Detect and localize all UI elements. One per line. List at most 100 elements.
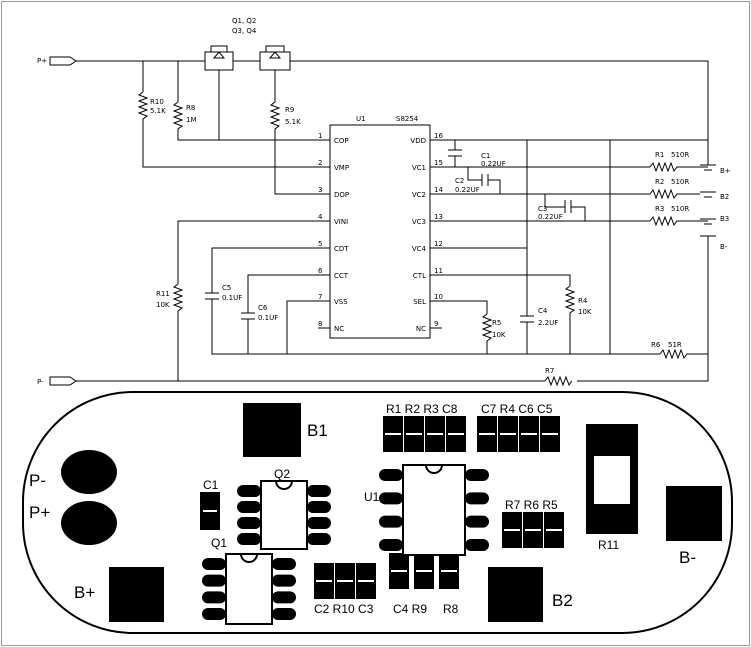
smd-part-gap [479, 433, 495, 435]
smd-row-r1-r2-r3-c8 [383, 416, 466, 452]
ic-pin-number: 10 [434, 293, 443, 301]
r9-ref: R9 [285, 106, 294, 114]
ic-pin-number: 7 [318, 293, 322, 301]
c1-symbol [448, 149, 462, 157]
smd-part-gap [525, 529, 541, 531]
r9-value: 5.1K [285, 118, 301, 126]
soic-pin [465, 539, 489, 551]
r6-ref: R6 [651, 341, 661, 349]
ic-pin-number: 4 [318, 213, 323, 221]
c2-wire [467, 167, 501, 194]
b1-pad [243, 403, 301, 457]
soic-body [225, 553, 273, 625]
r1-value: 510R [671, 151, 689, 159]
r5-symbol [481, 313, 493, 346]
smd-part-gap [427, 433, 443, 435]
c2-value: 0.22UF [455, 186, 480, 194]
r11-value: 10K [156, 301, 170, 309]
smd-part-gap [316, 580, 332, 582]
smd-part-gap [448, 433, 464, 435]
r7-symbol [544, 375, 573, 387]
schematic: P+ P- Q1, Q2 Q3, Q4 R10 5.1K R8 1M R9 5.… [37, 17, 731, 387]
r6-value: 51R [668, 341, 682, 349]
soic-pin [202, 558, 226, 570]
soic-pin [379, 469, 403, 481]
ic-pin-number: 14 [434, 186, 443, 194]
c1-value: 0.22UF [481, 160, 506, 168]
smd-row-label-r7-r6-r5: R7 R6 R5 [505, 498, 558, 512]
ic-pin-number: 13 [434, 213, 443, 221]
smd-row-c7-r4-c6-c5 [477, 416, 560, 452]
q2-soic-package [237, 480, 331, 550]
r10-value: 5.1K [150, 107, 166, 115]
r2-symbol [649, 188, 682, 200]
smd-label-r8: R8 [443, 602, 459, 616]
soic-pin [465, 515, 489, 528]
p-minus-terminal-label: P- [37, 378, 44, 386]
r8-wire [177, 61, 318, 141]
pcb-layout: P- P+ B1 B+ B2 B- R1 R2 R3 C8 C7 R4 C6 C… [22, 391, 733, 634]
ic-pin-name: VC2 [412, 191, 426, 199]
b2-terminal-label: B2 [720, 193, 729, 201]
r11-symbol [172, 283, 184, 316]
soic-pin [202, 574, 226, 587]
r11-body-window [594, 456, 630, 504]
p-plus-pad [61, 501, 117, 545]
p-plus-terminal-label: P+ [37, 57, 47, 65]
ic-pin-number: 12 [434, 240, 443, 248]
sel-wire [442, 300, 488, 354]
ic-pin-number: 6 [318, 267, 323, 275]
c5-symbol [205, 292, 219, 300]
soic-body [402, 464, 466, 556]
soic-pin [237, 517, 261, 529]
b-plus-terminal-label: B+ [720, 167, 731, 175]
pcb-outline [22, 391, 733, 634]
smd-row-label-c2-r10-c3: C2 R10 C3 [314, 602, 374, 616]
c4-value: 2.2UF [538, 319, 558, 327]
r1-symbol [649, 161, 682, 173]
c3-wire [544, 194, 586, 221]
ic-pin-number: 1 [318, 132, 322, 140]
mosfet-q1-q2-symbol [204, 45, 234, 78]
q1-part-label: Q1 [211, 536, 227, 550]
ic-pin-number: 16 [434, 132, 443, 140]
p-plus-connector [49, 56, 77, 66]
soic-pin [307, 533, 331, 545]
smd-part-gap [406, 433, 422, 435]
r9-wire [274, 78, 318, 195]
r5-ref: R5 [492, 319, 501, 327]
ic-pins: 1COP2VMP3DOP4VINI5CDT6CCT7VSS8NC16VDD15V… [318, 132, 443, 333]
r3-ref: R3 [655, 205, 664, 213]
c6-ref: C6 [258, 304, 268, 312]
r3-symbol [649, 215, 682, 227]
soic-pin [272, 608, 296, 620]
smd-part-gap [441, 570, 457, 572]
r3-value: 510R [671, 205, 689, 213]
ctl-wire [442, 274, 571, 354]
soic-pin [202, 591, 226, 604]
b-minus-terminal-label: B- [720, 243, 728, 251]
r11-ref: R11 [156, 290, 170, 298]
ic-ref-label: U1 [356, 115, 366, 123]
smd-part-gap [337, 580, 353, 582]
c2-ref: C2 [455, 177, 464, 185]
r8-value: 1M [186, 116, 197, 124]
r2-ref: R2 [655, 178, 664, 186]
r5-value: 10K [492, 331, 506, 339]
r7-ref: R7 [545, 367, 554, 375]
soic-pin [272, 558, 296, 570]
ic-pin-name: DOP [334, 191, 349, 199]
p-plus-pad-label: P+ [29, 503, 50, 522]
ic-pin-name: CCT [334, 272, 349, 280]
smd-part-gap [504, 529, 520, 531]
c2-symbol [481, 174, 489, 186]
ic-pin-number: 3 [318, 186, 322, 194]
smd-part-gap [358, 580, 374, 582]
r10-ref: R10 [150, 98, 164, 106]
soic-notch [425, 464, 443, 474]
r4-ref: R4 [578, 297, 588, 305]
r10-wire [142, 61, 318, 168]
r4-value: 10K [578, 308, 592, 316]
soic-pin [237, 501, 261, 513]
